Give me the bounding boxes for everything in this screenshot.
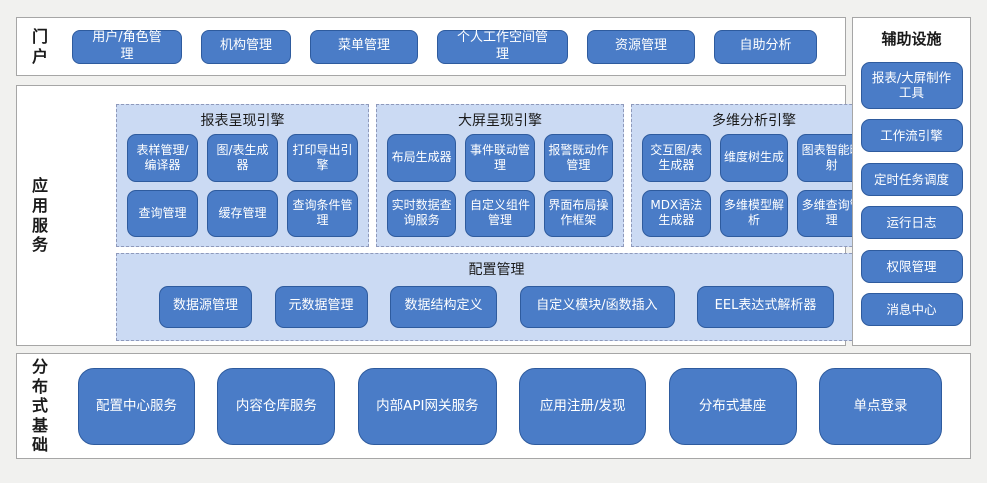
olap-engine-grid: 交互图/表生成器 维度树生成 图表智能映射 MDX语法生成器 多维模型解析 多维…: [632, 130, 876, 246]
section-distributed-foundation: 分布式基础 配置中心服务 内容仓库服务 内部API网关服务 应用注册/发现 分布…: [16, 353, 971, 459]
portal-button-resource-mgmt[interactable]: 资源管理: [587, 29, 695, 64]
panel-report-engine: 报表呈现引擎 表样管理/编译器 图/表生成器 打印导出引擎 查询管理 缓存管理 …: [116, 104, 369, 247]
auxiliary-section-title: 辅助设施: [881, 30, 942, 48]
portal-button-workspace-mgmt[interactable]: 个人工作空间管理: [437, 29, 568, 64]
portal-button-row: 用户/角色管理 机构管理 菜单管理 个人工作空间管理 资源管理 自助分析: [54, 29, 845, 64]
config-btn-metadata-mgmt[interactable]: 元数据管理: [274, 285, 368, 328]
aux-btn-message-center[interactable]: 消息中心: [860, 293, 963, 327]
bigscreen-engine-btn-ui-layout-framework[interactable]: 界面布局操作框架: [543, 189, 613, 237]
config-btn-eel-expression-parser[interactable]: EEL表达式解析器: [697, 285, 834, 328]
dist-btn-single-sign-on[interactable]: 单点登录: [818, 367, 942, 445]
bigscreen-engine-btn-alarm-action-mgmt[interactable]: 报警既动作管理: [543, 134, 613, 182]
report-engine-btn-cache-mgmt[interactable]: 缓存管理: [207, 189, 278, 237]
aux-btn-permission-mgmt[interactable]: 权限管理: [860, 249, 963, 283]
olap-engine-btn-dimension-tree[interactable]: 维度树生成: [719, 134, 789, 182]
app-services-content: 报表呈现引擎 表样管理/编译器 图/表生成器 打印导出引擎 查询管理 缓存管理 …: [54, 86, 877, 345]
dist-btn-app-register-discovery[interactable]: 应用注册/发现: [519, 367, 647, 445]
section-portal: 门户 用户/角色管理 机构管理 菜单管理 个人工作空间管理 资源管理 自助分析: [16, 17, 846, 76]
config-btn-data-structure[interactable]: 数据结构定义: [390, 285, 497, 328]
panel-bigscreen-engine: 大屏呈现引擎 布局生成器 事件联动管理 报警既动作管理 实时数据查询服务 自定义…: [376, 104, 624, 247]
bigscreen-engine-btn-event-linkage-mgmt[interactable]: 事件联动管理: [465, 134, 535, 182]
app-services-section-label: 应用服务: [31, 176, 48, 255]
config-mgmt-row: 数据源管理 元数据管理 数据结构定义 自定义模块/函数插入 EEL表达式解析器: [117, 279, 876, 340]
dist-btn-content-repo-service[interactable]: 内容仓库服务: [217, 367, 336, 445]
section-app-services: 应用服务 报表呈现引擎 表样管理/编译器 图/表生成器 打印导出引擎 查询管理 …: [16, 85, 877, 346]
portal-button-org-mgmt[interactable]: 机构管理: [201, 29, 291, 64]
olap-engine-btn-model-parser[interactable]: 多维模型解析: [719, 189, 789, 237]
panel-config-mgmt: 配置管理 数据源管理 元数据管理 数据结构定义 自定义模块/函数插入 EEL表达…: [116, 253, 877, 341]
dist-btn-distributed-base[interactable]: 分布式基座: [668, 367, 797, 445]
report-engine-grid: 表样管理/编译器 图/表生成器 打印导出引擎 查询管理 缓存管理 查询条件管理: [117, 130, 368, 246]
portal-button-self-analysis[interactable]: 自助分析: [714, 29, 817, 64]
config-mgmt-title: 配置管理: [468, 262, 525, 278]
bigscreen-engine-btn-realtime-query-service[interactable]: 实时数据查询服务: [387, 189, 457, 237]
portal-button-menu-mgmt[interactable]: 菜单管理: [310, 29, 418, 64]
bigscreen-engine-btn-custom-component-mgmt[interactable]: 自定义组件管理: [465, 189, 535, 237]
report-engine-btn-query-mgmt[interactable]: 查询管理: [127, 189, 198, 237]
report-engine-btn-template-compiler[interactable]: 表样管理/编译器: [127, 134, 198, 182]
dist-btn-config-center-service[interactable]: 配置中心服务: [78, 367, 195, 445]
report-engine-btn-query-condition-mgmt[interactable]: 查询条件管理: [287, 189, 358, 237]
aux-btn-report-bigscreen-tool[interactable]: 报表/大屏制作工具: [860, 61, 963, 109]
dist-btn-internal-api-gateway[interactable]: 内部API网关服务: [357, 367, 497, 445]
section-auxiliary: 辅助设施 报表/大屏制作工具 工作流引擎 定时任务调度 运行日志 权限管理 消息…: [852, 17, 971, 346]
config-btn-custom-module-function[interactable]: 自定义模块/函数插入: [519, 285, 675, 328]
report-engine-btn-chart-table-generator[interactable]: 图/表生成器: [207, 134, 278, 182]
report-engine-title: 报表呈现引擎: [200, 113, 285, 129]
portal-section-label: 门户: [31, 26, 48, 66]
auxiliary-button-column: 报表/大屏制作工具 工作流引擎 定时任务调度 运行日志 权限管理 消息中心: [853, 49, 970, 345]
panel-olap-engine: 多维分析引擎 交互图/表生成器 维度树生成 图表智能映射 MDX语法生成器 多维…: [631, 104, 877, 247]
distributed-section-label: 分布式基础: [31, 357, 48, 455]
aux-btn-scheduled-tasks[interactable]: 定时任务调度: [860, 162, 963, 196]
aux-btn-run-logs[interactable]: 运行日志: [860, 206, 963, 240]
olap-engine-btn-interactive-chart-generator[interactable]: 交互图/表生成器: [642, 134, 711, 182]
report-engine-btn-print-export[interactable]: 打印导出引擎: [287, 134, 358, 182]
olap-engine-title: 多维分析引擎: [712, 113, 796, 129]
bigscreen-engine-grid: 布局生成器 事件联动管理 报警既动作管理 实时数据查询服务 自定义组件管理 界面…: [377, 130, 623, 246]
aux-btn-workflow-engine[interactable]: 工作流引擎: [860, 119, 963, 153]
config-btn-datasource-mgmt[interactable]: 数据源管理: [159, 285, 252, 328]
distributed-button-row: 配置中心服务 内容仓库服务 内部API网关服务 应用注册/发现 分布式基座 单点…: [54, 367, 970, 445]
bigscreen-engine-btn-layout-generator[interactable]: 布局生成器: [387, 134, 457, 182]
bigscreen-engine-title: 大屏呈现引擎: [458, 113, 542, 129]
portal-button-user-role-mgmt[interactable]: 用户/角色管理: [72, 29, 182, 64]
olap-engine-btn-mdx-generator[interactable]: MDX语法生成器: [642, 189, 711, 237]
